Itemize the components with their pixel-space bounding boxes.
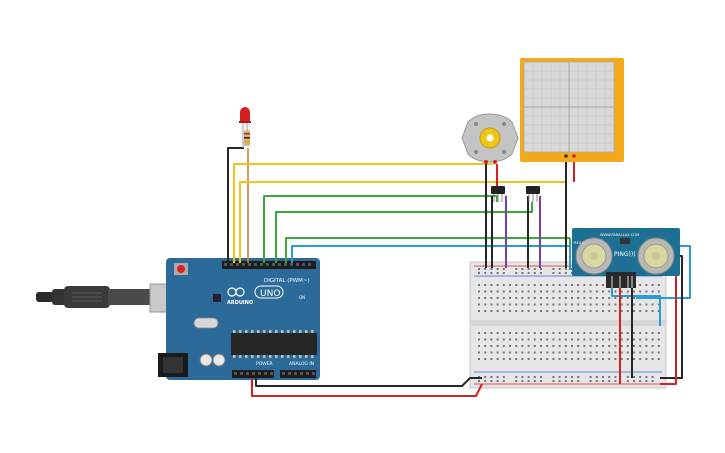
model-label: UNO (260, 289, 280, 299)
smd-chip (213, 294, 221, 302)
transistor-icon[interactable] (491, 186, 505, 202)
sensor-model-label: PING))) (614, 251, 636, 258)
sensor-rev-label: REV C (574, 241, 585, 245)
wire-yellow-motor[interactable] (233, 163, 493, 263)
wire-led-gnd[interactable] (227, 147, 244, 263)
wire-blue-sensor[interactable] (291, 245, 570, 263)
wire-green-transistor-1[interactable] (263, 195, 498, 263)
wire-sensor-blue[interactable] (611, 288, 661, 326)
capacitor-icon (199, 353, 213, 367)
led-icon[interactable] (239, 107, 251, 148)
brand-label: ARDUINO (227, 300, 253, 306)
arduino-uno-board[interactable]: DIGITAL (PWM~) ARDUINO UNO ON POWER ANAL… (158, 258, 320, 380)
capacitor-icon (212, 353, 226, 367)
analog-pin-header[interactable] (280, 370, 316, 378)
on-led-label: ON (299, 295, 305, 300)
microcontroller-chip (231, 333, 317, 355)
ultrasonic-sensor-icon[interactable]: WWW.PARALLAX.COM REV C PING))) (572, 228, 680, 288)
usb-cable-icon[interactable] (36, 283, 187, 313)
wire-green-transistor-2[interactable] (275, 202, 533, 263)
digital-label: DIGITAL (PWM~) (264, 278, 310, 284)
wire-green-sensor[interactable] (285, 237, 570, 263)
arduino-logo-icon (227, 287, 245, 297)
power-label: POWER (256, 361, 273, 367)
resistor-icon[interactable] (244, 130, 250, 146)
transistor-icon[interactable] (526, 186, 540, 202)
wire-arduino-gnd[interactable] (255, 377, 482, 387)
oscilloscope-icon[interactable] (520, 58, 624, 162)
wires (227, 147, 691, 397)
crystal-icon (193, 317, 219, 329)
dc-motor-icon[interactable] (461, 113, 519, 164)
analog-label: ANALOG IN (289, 361, 314, 367)
wire-arduino-5v[interactable] (251, 378, 483, 397)
breadboard[interactable] (469, 261, 667, 389)
breadboard-channel (470, 320, 666, 326)
sensor-site-label: WWW.PARALLAX.COM (600, 233, 639, 237)
